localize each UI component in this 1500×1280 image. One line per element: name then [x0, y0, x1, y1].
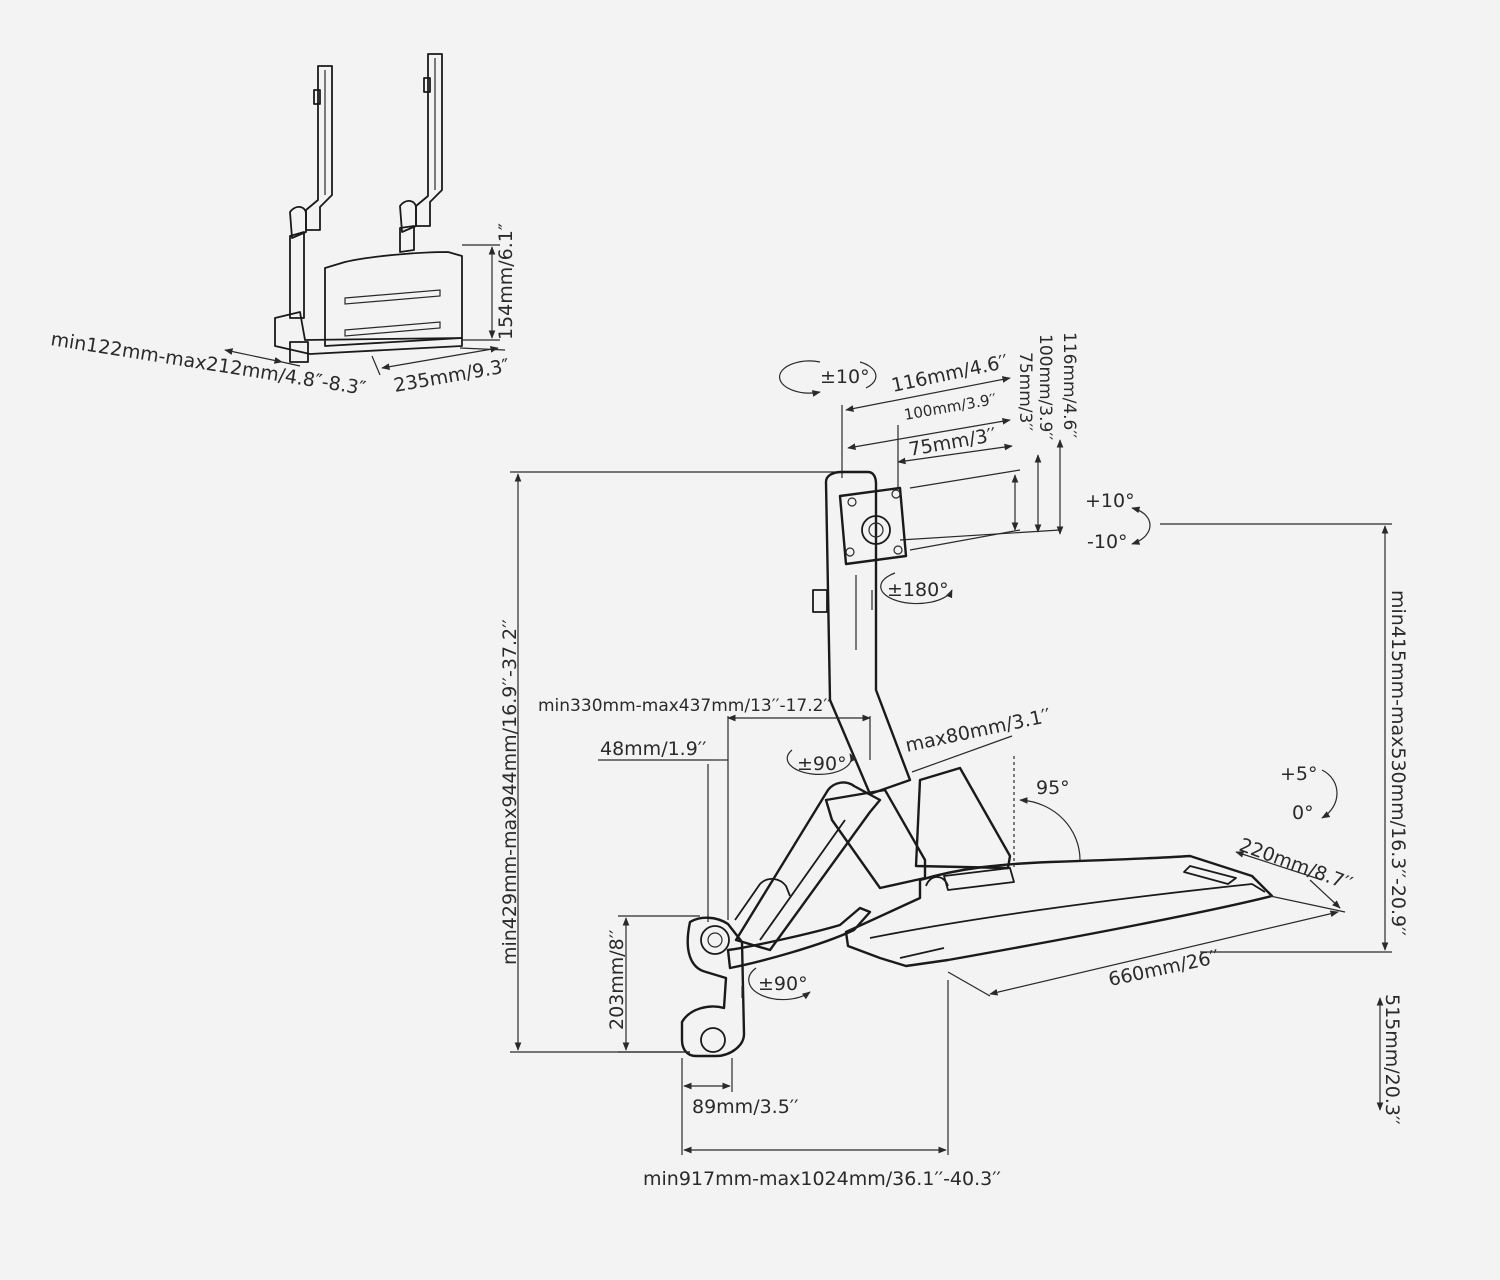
holder-height-label: 154mm/6.1″	[495, 223, 517, 340]
support-arm	[680, 781, 927, 1058]
vesa-116-height-label: 116mm/4.6′′	[1059, 332, 1079, 438]
arm-upper-rotation-icon	[786, 749, 857, 775]
holder-width-label: 235mm/9.3″	[392, 355, 511, 397]
swivel-arrow-icon	[1131, 506, 1151, 545]
vesa-75-height-label: 75mm/3′′	[1015, 352, 1035, 431]
riser-dimension	[911, 735, 1013, 773]
arm-reach-dimension	[598, 714, 871, 922]
rotation-arrow-icon	[778, 360, 877, 397]
monitor-height-label: min415mm-max530mm/16.3′′-20.9′′	[1387, 590, 1409, 936]
wall-depth-dimension	[681, 1058, 733, 1155]
tray-tilt-zero-label: 0°	[1292, 802, 1314, 824]
monitor-post	[812, 470, 912, 796]
tray-tilt-plus-label: +5°	[1280, 763, 1318, 785]
arm-lower-rotation-label: ±90°	[758, 973, 808, 995]
cpu-holder-drawing	[224, 53, 506, 376]
total-height-label: min429mm-max944mm/16.9′′-37.2′′	[499, 619, 521, 965]
vesa-100-label: 100mm/3.9′′	[903, 390, 999, 424]
rotate-180-arrow-icon	[880, 572, 953, 605]
wall-height-label: 203mm/8′′	[606, 930, 628, 1030]
monitor-height-dimension	[1160, 523, 1392, 953]
tray-angle-label: 95°	[1036, 777, 1070, 799]
keyboard-width-dimension	[947, 910, 1339, 997]
rotate-180-label: ±180°	[887, 579, 949, 601]
arm-upper-rotation-label: ±90°	[797, 753, 847, 775]
total-height-dimension	[510, 471, 840, 1053]
wall-depth-label: 89mm/3.5′′	[692, 1096, 798, 1118]
arm-lower-rotation-icon	[748, 967, 811, 1001]
keyboard-depth-dimension	[1235, 851, 1346, 913]
swivel-minus-label: -10°	[1087, 531, 1128, 553]
arm-reach-label: min330mm-max437mm/13′′-17.2′′	[538, 696, 831, 716]
riser-label: max80mm/3.1′′	[903, 705, 1052, 757]
wall-height-dimension	[618, 915, 700, 1053]
tilt-label: ±10°	[820, 366, 870, 388]
tray-angle-indicator	[1013, 756, 1081, 868]
total-depth-dimension	[683, 980, 949, 1155]
tray-tilt-arrow-icon	[1321, 769, 1338, 819]
swivel-plus-label: +10°	[1085, 490, 1135, 512]
lift-label: 515mm/20.3′′	[1381, 994, 1403, 1125]
post-offset-label: 48mm/1.9′′	[600, 738, 706, 760]
total-depth-label: min917mm-max1024mm/36.1′′-40.3′′	[643, 1168, 1001, 1190]
vesa-100-height-label: 100mm/3.9′′	[1035, 334, 1055, 440]
vesa-dimensions	[841, 376, 1064, 551]
